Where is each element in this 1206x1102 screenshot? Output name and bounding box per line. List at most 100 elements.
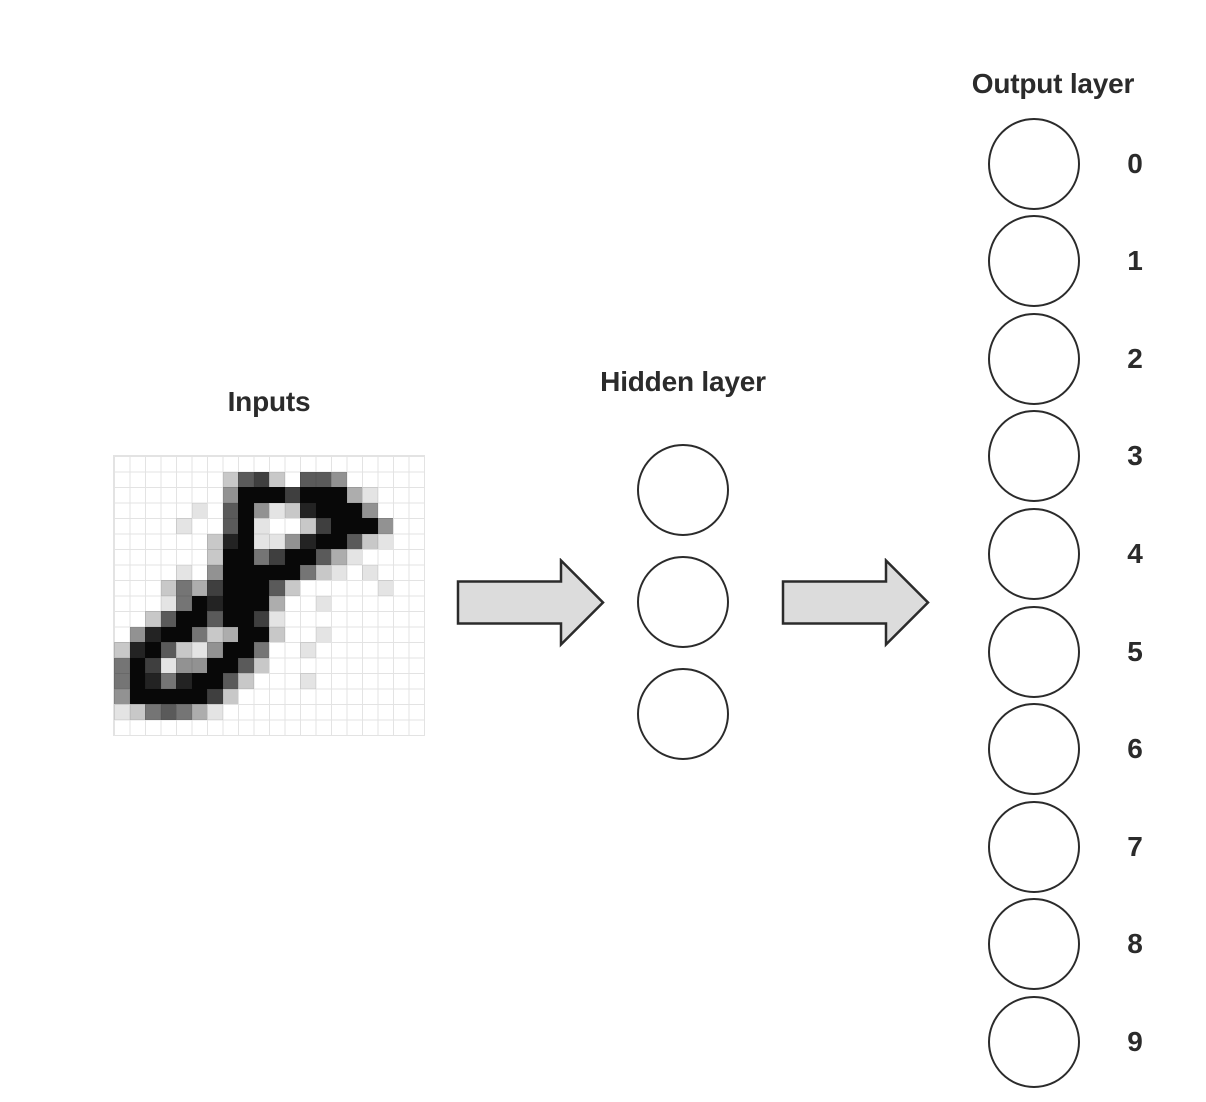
pixel-cell	[238, 502, 254, 518]
pixel-cell	[331, 596, 347, 612]
pixel-cell	[316, 689, 332, 705]
pixel-cell	[269, 564, 285, 580]
pixel-cell	[145, 596, 161, 612]
pixel-cell	[331, 689, 347, 705]
pixel-cell	[378, 596, 394, 612]
pixel-cell	[222, 549, 238, 565]
pixel-cell	[238, 642, 254, 658]
pixel-cell	[393, 503, 409, 519]
pixel-cell	[191, 688, 207, 704]
pixel-cell	[161, 456, 177, 472]
pixel-cell	[331, 642, 347, 658]
pixel-cell	[130, 549, 146, 565]
pixel-cell	[176, 580, 192, 596]
pixel-cell	[222, 595, 238, 611]
pixel-cell	[176, 688, 192, 704]
pixel-cell	[362, 487, 378, 503]
pixel-cell	[176, 456, 192, 472]
pixel-cell	[409, 704, 425, 720]
output-node	[988, 215, 1080, 308]
pixel-cell	[191, 580, 207, 596]
pixel-cell	[253, 580, 269, 596]
pixel-cell	[269, 580, 285, 596]
pixel-cell	[114, 611, 130, 627]
pixel-cell	[160, 611, 176, 627]
hidden-layer-label: Hidden layer	[600, 366, 766, 397]
pixel-cell	[254, 456, 270, 472]
input-digit-image	[113, 455, 425, 736]
pixel-cell	[409, 611, 425, 627]
pixel-cell	[238, 611, 254, 627]
pixel-cell	[145, 503, 161, 519]
pixel-cell	[114, 580, 130, 596]
pixel-cell	[331, 471, 347, 487]
pixel-cell	[192, 456, 208, 472]
pixel-cell	[269, 518, 285, 534]
pixel-cell	[377, 580, 393, 596]
output-layer-label: Output layer	[971, 68, 1135, 99]
output-node	[988, 995, 1080, 1088]
pixel-cell	[207, 704, 223, 720]
pixel-cell	[377, 518, 393, 534]
pixel-cell	[269, 487, 285, 503]
pixel-cell	[176, 518, 192, 534]
pixel-cell	[300, 627, 316, 643]
pixel-cell	[207, 673, 223, 689]
pixel-cell	[347, 673, 363, 689]
pixel-cell	[114, 549, 130, 565]
pixel-cell	[315, 533, 331, 549]
pixel-cell	[285, 673, 301, 689]
pixel-cell	[207, 626, 223, 642]
pixel-cell	[160, 580, 176, 596]
pixel-cell	[362, 456, 378, 472]
pixel-cell	[130, 580, 146, 596]
pixel-cell	[238, 657, 254, 673]
pixel-cell	[347, 456, 363, 472]
pixel-cell	[284, 487, 300, 503]
pixel-cell	[238, 549, 254, 565]
pixel-cell	[409, 534, 425, 550]
pixel-cell	[176, 673, 192, 689]
pixel-cell	[176, 503, 192, 519]
pixel-cell	[176, 626, 192, 642]
pixel-cell	[347, 658, 363, 674]
pixel-cell	[207, 720, 223, 736]
pixel-cell	[331, 564, 347, 580]
output-node-label: 9	[1127, 1025, 1143, 1057]
output-node-label: 8	[1127, 928, 1143, 960]
pixel-cell	[130, 472, 146, 488]
pixel-cell	[315, 549, 331, 565]
pixel-cell	[238, 564, 254, 580]
pixel-cell	[222, 673, 238, 689]
pixel-cell	[346, 549, 362, 565]
pixel-cell	[192, 549, 208, 565]
arrow-input-to-hidden-icon	[456, 558, 605, 648]
pixel-cell	[300, 673, 316, 689]
pixel-cell	[160, 642, 176, 658]
pixel-cell	[300, 704, 316, 720]
output-node	[988, 605, 1080, 698]
pixel-cell	[238, 673, 254, 689]
pixel-cell	[223, 704, 239, 720]
pixel-cell	[130, 534, 146, 550]
pixel-cell	[331, 456, 347, 472]
pixel-cell	[316, 673, 332, 689]
output-node	[988, 117, 1080, 210]
pixel-cell	[393, 673, 409, 689]
pixel-cell	[409, 720, 425, 736]
pixel-cell	[253, 518, 269, 534]
pixel-cell	[114, 596, 130, 612]
pixel-cell	[191, 704, 207, 720]
pixel-cell	[347, 580, 363, 596]
pixel-cell	[161, 503, 177, 519]
pixel-cell	[362, 704, 378, 720]
pixel-cell	[362, 720, 378, 736]
pixel-cell	[222, 688, 238, 704]
pixel-cell	[145, 456, 161, 472]
output-node-label: 1	[1127, 245, 1143, 277]
pixel-cell	[300, 596, 316, 612]
pixel-cell	[191, 657, 207, 673]
pixel-cell	[161, 518, 177, 534]
pixel-cell	[362, 472, 378, 488]
pixel-cell	[316, 611, 332, 627]
